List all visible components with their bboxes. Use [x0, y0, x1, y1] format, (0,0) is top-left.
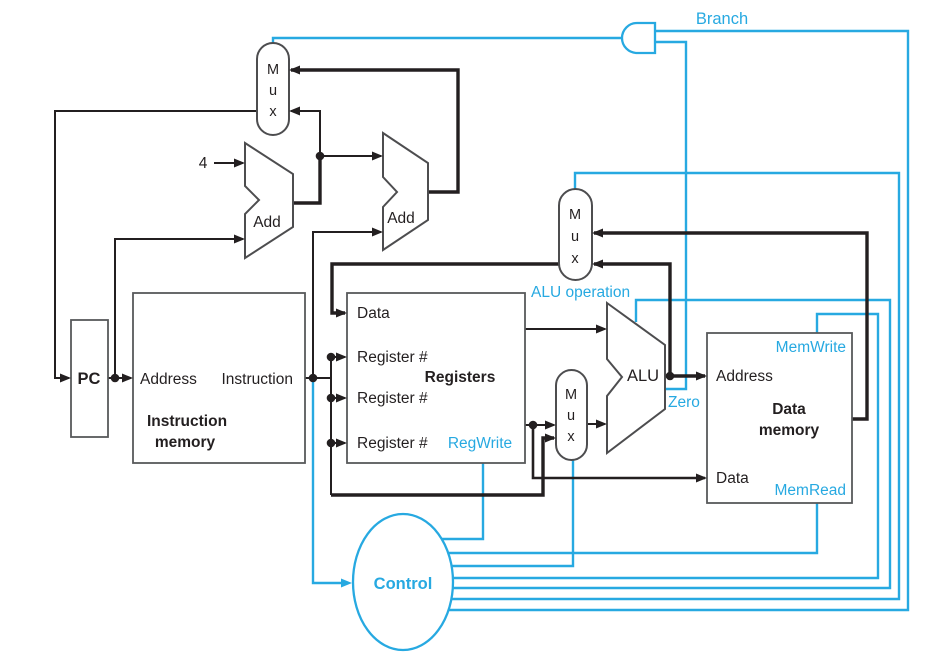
wire-branch-target-to-mux — [291, 68, 460, 194]
wire-regwrite — [441, 463, 485, 541]
junction-instruction-out — [308, 373, 318, 383]
registers-labels: Data Register # Registers Register # Reg… — [357, 305, 512, 452]
instruction-memory-box — [132, 292, 306, 464]
imem-port-address: Address — [140, 371, 197, 388]
wire-memtoreg-mux-select — [451, 171, 901, 601]
imem-port-instruction: Instruction — [221, 371, 293, 388]
mux-letter-u: u — [571, 229, 579, 245]
alu-source-mux — [555, 369, 588, 461]
imem-name-line2: memory — [155, 434, 216, 451]
wire-memwrite — [453, 312, 880, 580]
dmem-name-line1: Data — [772, 401, 806, 418]
wire-pcplus4-to-mux — [291, 110, 321, 156]
junction-alu-result — [665, 371, 675, 381]
mux-letter-x: x — [571, 251, 579, 267]
imem-name-line1: Instruction — [147, 413, 227, 430]
wire-alusrc-mux-select — [452, 460, 575, 568]
constant-four-label: 4 — [199, 155, 208, 172]
registers-name: Registers — [425, 369, 496, 386]
mux-letter-m: M — [569, 207, 581, 223]
wire-add-result — [293, 156, 322, 205]
registers-port-data: Data — [357, 305, 390, 322]
branch-adder-shape — [382, 131, 429, 252]
alu-operation-label: ALU operation — [531, 284, 630, 301]
mux-letter-u: u — [567, 408, 575, 424]
dmem-port-address: Address — [716, 368, 773, 385]
zero-label: Zero — [668, 394, 700, 411]
alu-source-mux-label: M u x — [565, 387, 577, 445]
data-memory-box — [706, 332, 853, 504]
pc-adder-label: Add — [253, 214, 281, 231]
junction-pc-out — [110, 373, 120, 383]
branch-adder-label: Add — [387, 210, 415, 227]
junction-register3 — [326, 438, 336, 448]
pc-source-mux — [256, 42, 290, 136]
mux-letter-u: u — [269, 83, 277, 99]
wire-alu-result-to-writeback-mux — [594, 262, 672, 376]
wire-readdata2-to-dmem — [531, 425, 705, 480]
registers-port-register3: Register # — [357, 435, 428, 452]
junction-dots — [110, 151, 675, 448]
dmem-name-line2: memory — [759, 422, 820, 439]
junction-register2 — [326, 393, 336, 403]
mux-letter-m: M — [267, 62, 279, 78]
junction-pcplus4 — [315, 151, 325, 161]
wire-branch — [448, 29, 910, 612]
junction-register1 — [326, 352, 336, 362]
wire-instruction-to-control — [311, 379, 342, 585]
wire-alu-operation — [452, 298, 892, 590]
control-label: Control — [374, 575, 433, 593]
arrowheads — [60, 65, 707, 588]
wire-pc-to-add — [114, 238, 243, 378]
writeback-mux-label: M u x — [569, 207, 581, 267]
mux-letter-x: x — [269, 104, 277, 120]
pc-source-mux-label: M u x — [267, 62, 279, 120]
memread-label: MemRead — [775, 482, 847, 499]
registers-box — [346, 292, 526, 464]
regwrite-label: RegWrite — [448, 435, 512, 452]
junction-readdata2 — [528, 420, 538, 430]
wire-instruction-to-branch-add — [312, 231, 381, 378]
wire-pcsrc-mux-select — [271, 36, 622, 44]
pc-label: PC — [78, 370, 101, 388]
registers-port-register2: Register # — [357, 390, 428, 407]
pc-box — [70, 319, 109, 438]
wire-zero-to-and-gate — [655, 40, 688, 391]
alu-label: ALU — [627, 367, 659, 385]
alu-shape — [606, 301, 666, 456]
instruction-memory-labels: Address Instruction Instruction memory — [140, 371, 293, 451]
mux-letter-x: x — [567, 429, 575, 445]
registers-port-register1: Register # — [357, 349, 428, 366]
mux-letter-m: M — [565, 387, 577, 403]
memwrite-label: MemWrite — [776, 339, 846, 356]
writeback-mux — [558, 188, 593, 281]
branch-label: Branch — [696, 10, 748, 28]
wire-memdata-to-writeback-mux — [594, 231, 869, 421]
branch-and-gate-icon — [620, 21, 657, 55]
pc-adder-shape — [244, 141, 294, 260]
control-unit-ellipse — [351, 512, 455, 652]
dmem-port-data: Data — [716, 470, 749, 487]
data-memory-labels: MemWrite Address Data memory Data MemRea… — [716, 339, 846, 499]
wire-memread — [448, 503, 819, 555]
